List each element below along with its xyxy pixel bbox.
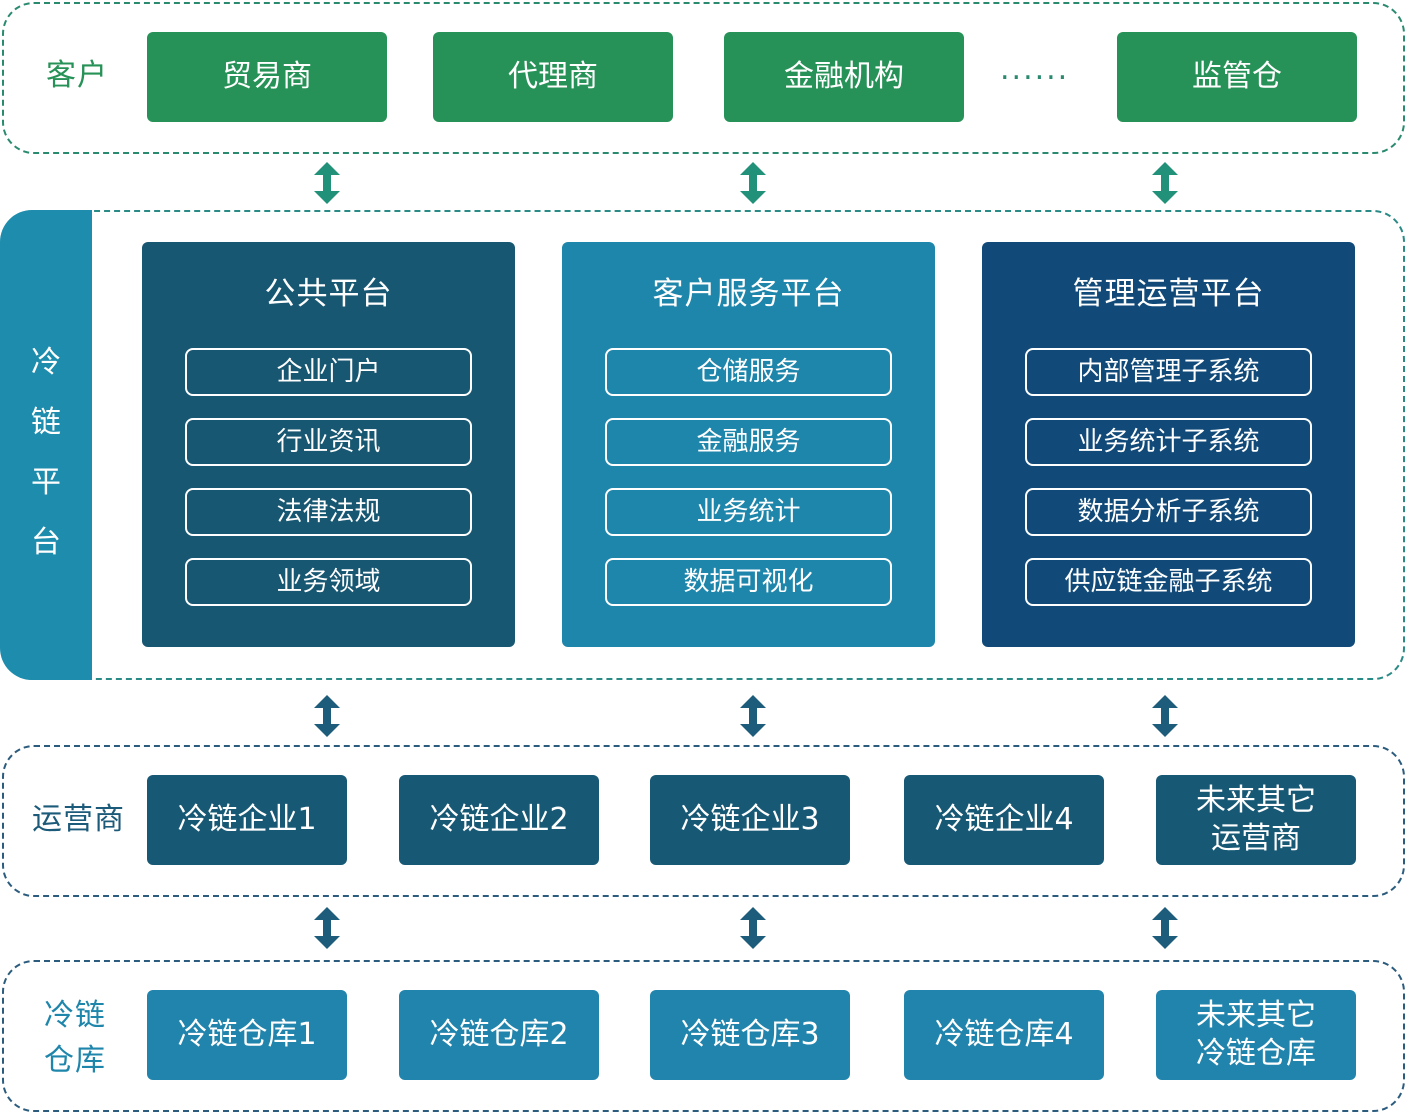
data-visualization-item[interactable]: 数据可视化 bbox=[605, 558, 892, 606]
customer-row-label: 客户 bbox=[46, 58, 108, 93]
platform-side-char-4: 台 bbox=[31, 525, 61, 560]
operator-row-label: 运营商 bbox=[32, 802, 125, 837]
customer-service-platform-title: 客户服务平台 bbox=[652, 276, 845, 312]
cold-chain-warehouse-3[interactable]: 冷链仓库3 bbox=[650, 990, 850, 1080]
cold-chain-enterprise-2[interactable]: 冷链企业2 bbox=[399, 775, 599, 865]
financial-service-item[interactable]: 金融服务 bbox=[605, 418, 892, 466]
enterprise-portal-item[interactable]: 企业门户 bbox=[185, 348, 472, 396]
supply-chain-finance-subsystem-item[interactable]: 供应链金融子系统 bbox=[1025, 558, 1312, 606]
management-operations-platform-panel: 管理运营平台 内部管理子系统 业务统计子系统 数据分析子系统 供应链金融子系统 bbox=[982, 242, 1355, 647]
business-domain-item[interactable]: 业务领域 bbox=[185, 558, 472, 606]
double-arrow-icon bbox=[1152, 695, 1178, 737]
business-statistics-subsystem-item[interactable]: 业务统计子系统 bbox=[1025, 418, 1312, 466]
platform-side-char-1: 冷 bbox=[31, 345, 61, 380]
internal-management-subsystem-item[interactable]: 内部管理子系统 bbox=[1025, 348, 1312, 396]
future-other-operators[interactable]: 未来其它 运营商 bbox=[1156, 775, 1356, 865]
cold-chain-enterprise-4[interactable]: 冷链企业4 bbox=[904, 775, 1104, 865]
double-arrow-icon bbox=[740, 907, 766, 949]
customer-ellipsis: ...... bbox=[1000, 52, 1070, 87]
double-arrow-icon bbox=[1152, 162, 1178, 204]
cold-chain-enterprise-1[interactable]: 冷链企业1 bbox=[147, 775, 347, 865]
customer-agent[interactable]: 代理商 bbox=[433, 32, 673, 122]
public-platform-title: 公共平台 bbox=[264, 276, 393, 312]
cold-chain-warehouse-2[interactable]: 冷链仓库2 bbox=[399, 990, 599, 1080]
customer-trader[interactable]: 贸易商 bbox=[147, 32, 387, 122]
double-arrow-icon bbox=[314, 907, 340, 949]
customer-supervised-warehouse[interactable]: 监管仓 bbox=[1117, 32, 1357, 122]
platform-side-char-2: 链 bbox=[31, 405, 61, 440]
storage-service-item[interactable]: 仓储服务 bbox=[605, 348, 892, 396]
cold-chain-enterprise-3[interactable]: 冷链企业3 bbox=[650, 775, 850, 865]
public-platform-panel: 公共平台 企业门户 行业资讯 法律法规 业务领域 bbox=[142, 242, 515, 647]
customer-service-platform-panel: 客户服务平台 仓储服务 金融服务 业务统计 数据可视化 bbox=[562, 242, 935, 647]
double-arrow-icon bbox=[314, 162, 340, 204]
double-arrow-icon bbox=[314, 695, 340, 737]
platform-side-bar: 冷 链 平 台 bbox=[0, 210, 92, 680]
warehouse-row-label: 冷链 仓库 bbox=[44, 998, 106, 1078]
double-arrow-icon bbox=[740, 695, 766, 737]
business-statistics-item[interactable]: 业务统计 bbox=[605, 488, 892, 536]
future-other-warehouses[interactable]: 未来其它 冷链仓库 bbox=[1156, 990, 1356, 1080]
management-operations-platform-title: 管理运营平台 bbox=[1072, 276, 1265, 312]
laws-regulations-item[interactable]: 法律法规 bbox=[185, 488, 472, 536]
industry-news-item[interactable]: 行业资讯 bbox=[185, 418, 472, 466]
double-arrow-icon bbox=[1152, 907, 1178, 949]
cold-chain-warehouse-4[interactable]: 冷链仓库4 bbox=[904, 990, 1104, 1080]
data-analysis-subsystem-item[interactable]: 数据分析子系统 bbox=[1025, 488, 1312, 536]
customer-financial-institution[interactable]: 金融机构 bbox=[724, 32, 964, 122]
platform-side-char-3: 平 bbox=[31, 465, 61, 500]
cold-chain-warehouse-1[interactable]: 冷链仓库1 bbox=[147, 990, 347, 1080]
double-arrow-icon bbox=[740, 162, 766, 204]
